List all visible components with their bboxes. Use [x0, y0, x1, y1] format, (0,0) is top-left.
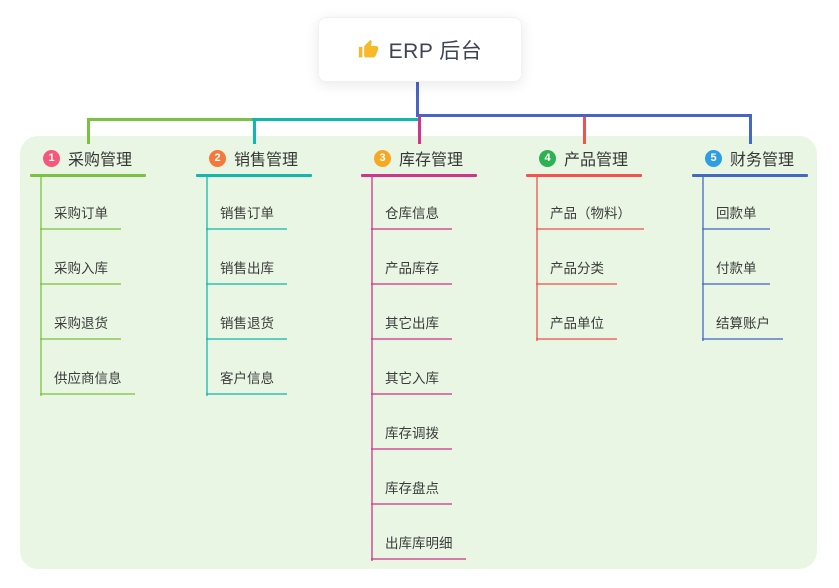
child-label: 采购退货: [40, 312, 121, 340]
child-label: 销售出库: [206, 257, 287, 285]
child-label: 回款单: [702, 202, 770, 230]
root-label: ERP 后台: [388, 39, 483, 63]
child-node[interactable]: 产品库存: [371, 257, 452, 285]
child-label: 客户信息: [206, 367, 287, 395]
connector-line: [252, 118, 418, 121]
child-label: 出库库明细: [371, 532, 466, 560]
branch-5: 5 财务管理回款单付款单结算账户: [692, 144, 839, 341]
branch-number-badge: 4: [539, 149, 556, 167]
branch-4: 4 产品管理产品（物料） 产品分类产品单位: [526, 144, 696, 341]
child-label: 采购订单: [40, 202, 121, 230]
branch-label: 采购管理: [68, 152, 133, 169]
child-node[interactable]: 付款单: [702, 257, 770, 285]
connector-line: [87, 118, 90, 144]
connector-line: [87, 118, 254, 121]
branch-underline: [526, 174, 642, 177]
child-node[interactable]: 采购入库: [40, 257, 121, 285]
child-node[interactable]: 结算账户: [702, 312, 783, 340]
child-node[interactable]: 采购订单: [40, 202, 121, 230]
branch-1: 1 采购管理采购订单采购入库采购退货供应商信息: [30, 144, 200, 396]
child-label: 结算账户: [702, 312, 783, 340]
root-node[interactable]: ERP 后台: [318, 17, 522, 82]
child-node[interactable]: 产品单位: [536, 312, 617, 340]
branch-3: 3 库存管理仓库信息产品库存其它出库其它入库库存调拨库存盘点出库库明细: [361, 144, 531, 561]
child-label: 产品（物料）: [536, 202, 644, 230]
branch-underline: [361, 174, 477, 177]
branch-node[interactable]: 2 销售管理: [196, 144, 366, 172]
mindmap-panel: [20, 136, 817, 569]
child-node[interactable]: 其它出库: [371, 312, 452, 340]
child-node[interactable]: 供应商信息: [40, 367, 135, 395]
thumbs-up-icon: [358, 39, 378, 58]
branch-child-connector: [371, 177, 373, 561]
child-node[interactable]: 回款单: [702, 202, 770, 230]
child-node[interactable]: 产品分类: [536, 257, 617, 285]
child-node[interactable]: 客户信息: [206, 367, 287, 395]
branch-label: 库存管理: [399, 152, 464, 169]
child-node[interactable]: 销售退货: [206, 312, 287, 340]
branch-child-connector: [702, 177, 704, 341]
branch-number-badge: 2: [209, 149, 226, 167]
child-label: 其它出库: [371, 312, 452, 340]
child-node[interactable]: 仓库信息: [371, 202, 452, 230]
branch-2: 2 销售管理销售订单销售出库销售退货客户信息: [196, 144, 366, 396]
child-node[interactable]: 出库库明细: [371, 532, 466, 560]
branch-underline: [692, 174, 808, 177]
branch-underline: [196, 174, 312, 177]
child-node[interactable]: 销售出库: [206, 257, 287, 285]
child-node[interactable]: 其它入库: [371, 367, 452, 395]
child-node[interactable]: 产品（物料）: [536, 202, 644, 230]
branch-number-badge: 5: [705, 149, 722, 167]
child-label: 销售退货: [206, 312, 287, 340]
connector-line: [418, 116, 421, 144]
branch-label: 销售管理: [234, 152, 299, 169]
branch-node[interactable]: 3 库存管理: [361, 144, 531, 172]
branch-child-connector: [40, 177, 42, 396]
child-label: 采购入库: [40, 257, 121, 285]
child-label: 产品单位: [536, 312, 617, 340]
branch-label: 财务管理: [730, 152, 795, 169]
connector-line: [583, 114, 586, 144]
child-label: 供应商信息: [40, 367, 135, 395]
child-node[interactable]: 库存盘点: [371, 477, 452, 505]
connector-line: [749, 114, 752, 144]
child-label: 仓库信息: [371, 202, 452, 230]
branch-node[interactable]: 5 财务管理: [692, 144, 839, 172]
child-label: 付款单: [702, 257, 770, 285]
child-label: 产品库存: [371, 257, 452, 285]
connector-line: [416, 114, 752, 117]
connector-line: [416, 82, 419, 115]
branch-child-connector: [536, 177, 538, 341]
child-label: 库存盘点: [371, 477, 452, 505]
child-node[interactable]: 库存调拨: [371, 422, 452, 450]
child-label: 库存调拨: [371, 422, 452, 450]
branch-node[interactable]: 4 产品管理: [526, 144, 696, 172]
branch-node[interactable]: 1 采购管理: [30, 144, 200, 172]
child-label: 其它入库: [371, 367, 452, 395]
branch-underline: [30, 174, 146, 177]
branch-number-badge: 3: [374, 149, 391, 167]
connector-line: [253, 118, 256, 144]
child-node[interactable]: 采购退货: [40, 312, 121, 340]
child-label: 产品分类: [536, 257, 617, 285]
child-node[interactable]: 销售订单: [206, 202, 287, 230]
branch-number-badge: 1: [43, 149, 60, 167]
child-label: 销售订单: [206, 202, 287, 230]
branch-child-connector: [206, 177, 208, 396]
branch-label: 产品管理: [564, 152, 629, 169]
